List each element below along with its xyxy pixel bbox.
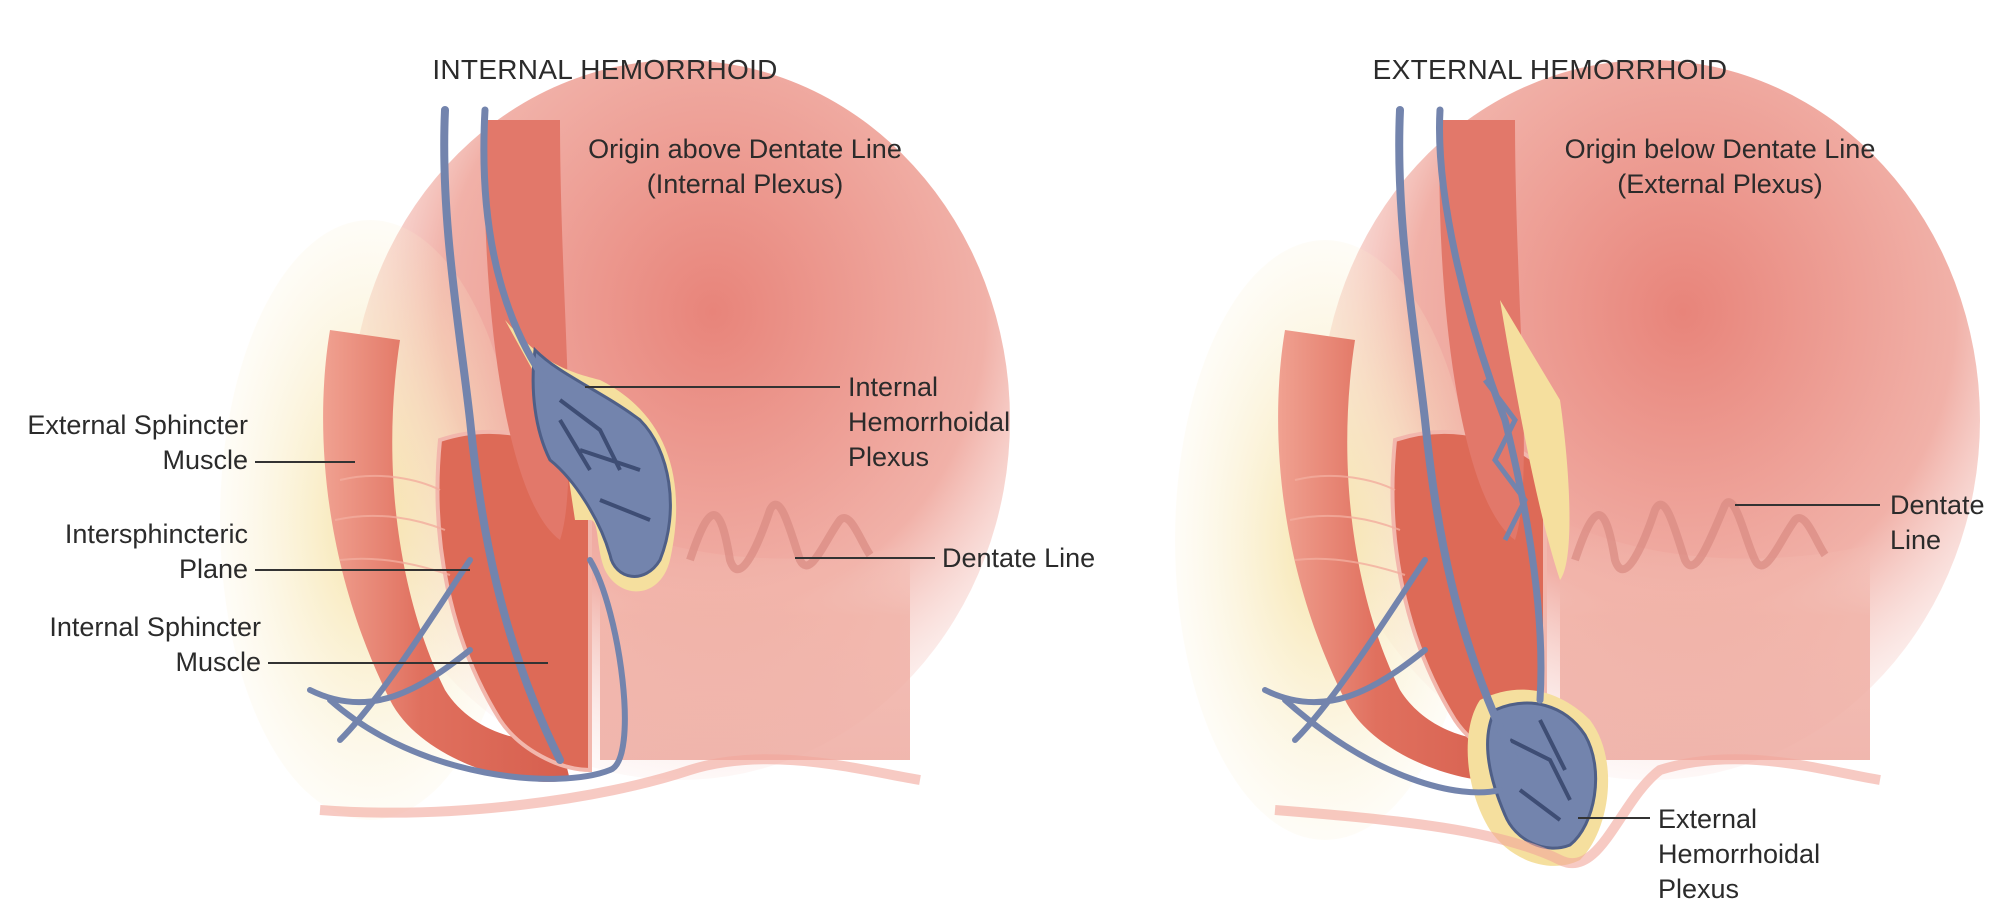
external-sphincter-shape — [323, 330, 570, 782]
label-intersphincteric: Intersphincteric Plane — [0, 517, 248, 587]
external-plexus-line3: Plexus — [1658, 874, 1740, 904]
internal-origin-note: Origin above Dentate Line (Internal Plex… — [560, 132, 930, 202]
anal-canal-wall — [600, 520, 910, 760]
external-panel-art — [1175, 60, 1980, 868]
internal-plexus-vessels — [558, 398, 651, 522]
external-sphincter-fibers-external — [1289, 474, 1406, 576]
external-skin — [1274, 754, 1881, 868]
external-dentate-folds — [1571, 498, 1829, 574]
external-plexus-line1: External — [1658, 804, 1758, 834]
dentate-external-line2: Line — [1890, 525, 1942, 555]
internal-plexus-line1: Internal — [848, 372, 939, 402]
external-sphincter-line1: External Sphincter — [27, 410, 248, 440]
external-vein-branch-a — [1436, 106, 1545, 704]
external-sphincter-line2: Muscle — [162, 445, 248, 475]
external-origin-line1: Origin below Dentate Line — [1564, 134, 1876, 164]
label-external-sphincter: External Sphincter Muscle — [0, 408, 248, 478]
intersphincteric-line1: Intersphincteric — [64, 519, 248, 549]
internal-vein-branch-c — [327, 557, 628, 782]
external-plexus-veins — [1486, 701, 1598, 850]
external-origin-line2: (External Plexus) — [1617, 169, 1823, 199]
external-vein-branch-c — [1282, 697, 1503, 796]
internal-sphincter-line1: Internal Sphincter — [49, 612, 261, 642]
external-vein-ladder — [1483, 378, 1528, 542]
leader-lines — [255, 386, 1880, 819]
internal-plexus-line2: Hemorrhoidal — [848, 407, 1011, 437]
external-plexus-vessels — [1509, 719, 1572, 822]
intersphincteric-line2: Plane — [178, 554, 248, 584]
internal-title: INTERNAL HEMORRHOID — [432, 54, 778, 85]
internal-plexus-line3: Plexus — [848, 442, 930, 472]
external-fat-column — [1500, 300, 1570, 580]
internal-sphincter-line2: Muscle — [175, 647, 261, 677]
external-origin-note: Origin below Dentate Line (External Plex… — [1535, 132, 1905, 202]
label-dentate-external: Dentate Line — [1890, 488, 1998, 558]
internal-dentate-folds — [686, 500, 874, 574]
label-dentate-internal: Dentate Line — [942, 541, 1162, 576]
internal-panel-art — [220, 60, 1010, 820]
dentate-internal-line1: Dentate Line — [942, 543, 1096, 573]
external-vein-main — [1395, 106, 1519, 764]
dentate-external-line1: Dentate — [1890, 490, 1985, 520]
rectal-wall-muscle-external — [1439, 120, 1524, 540]
external-title: EXTERNAL HEMORRHOID — [1372, 54, 1728, 85]
anal-canal-wall-external — [1560, 520, 1870, 760]
internal-origin-line2: (Internal Plexus) — [646, 169, 844, 199]
label-internal-plexus: Internal Hemorrhoidal Plexus — [848, 370, 1048, 475]
label-external-plexus: External Hemorrhoidal Plexus — [1658, 802, 1858, 907]
external-plexus-line2: Hemorrhoidal — [1658, 839, 1821, 869]
external-sphincter-shape-external — [1278, 330, 1525, 782]
internal-vein-main — [440, 106, 564, 764]
internal-skin — [319, 754, 921, 818]
external-sphincter-fibers — [334, 474, 451, 576]
label-internal-sphincter: Internal Sphincter Muscle — [0, 610, 261, 680]
internal-origin-line1: Origin above Dentate Line — [588, 134, 902, 164]
internal-vein-branch-a — [480, 106, 549, 384]
